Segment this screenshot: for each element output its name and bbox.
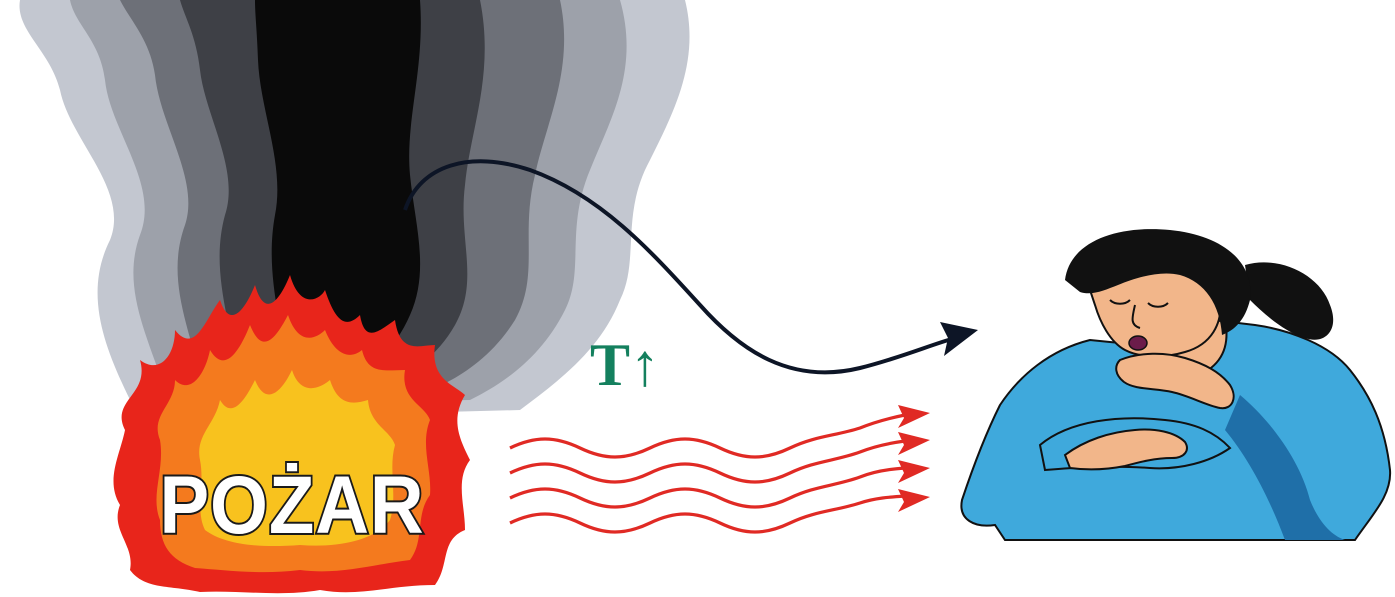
temperature-label: T↑ <box>590 332 660 398</box>
heat-wave-arrows-icon <box>510 405 930 532</box>
choking-woman-icon <box>961 229 1390 540</box>
mouth <box>1129 336 1147 350</box>
heat-arrowhead-3 <box>898 460 930 483</box>
heat-wave-2 <box>510 441 905 482</box>
heat-wave-1 <box>510 415 905 457</box>
heat-arrowhead-2 <box>898 432 930 455</box>
heat-arrowhead-4 <box>898 489 930 512</box>
heat-wave-3 <box>510 468 905 507</box>
heat-wave-4 <box>510 496 905 532</box>
fire-label: POŻAR <box>160 460 425 551</box>
